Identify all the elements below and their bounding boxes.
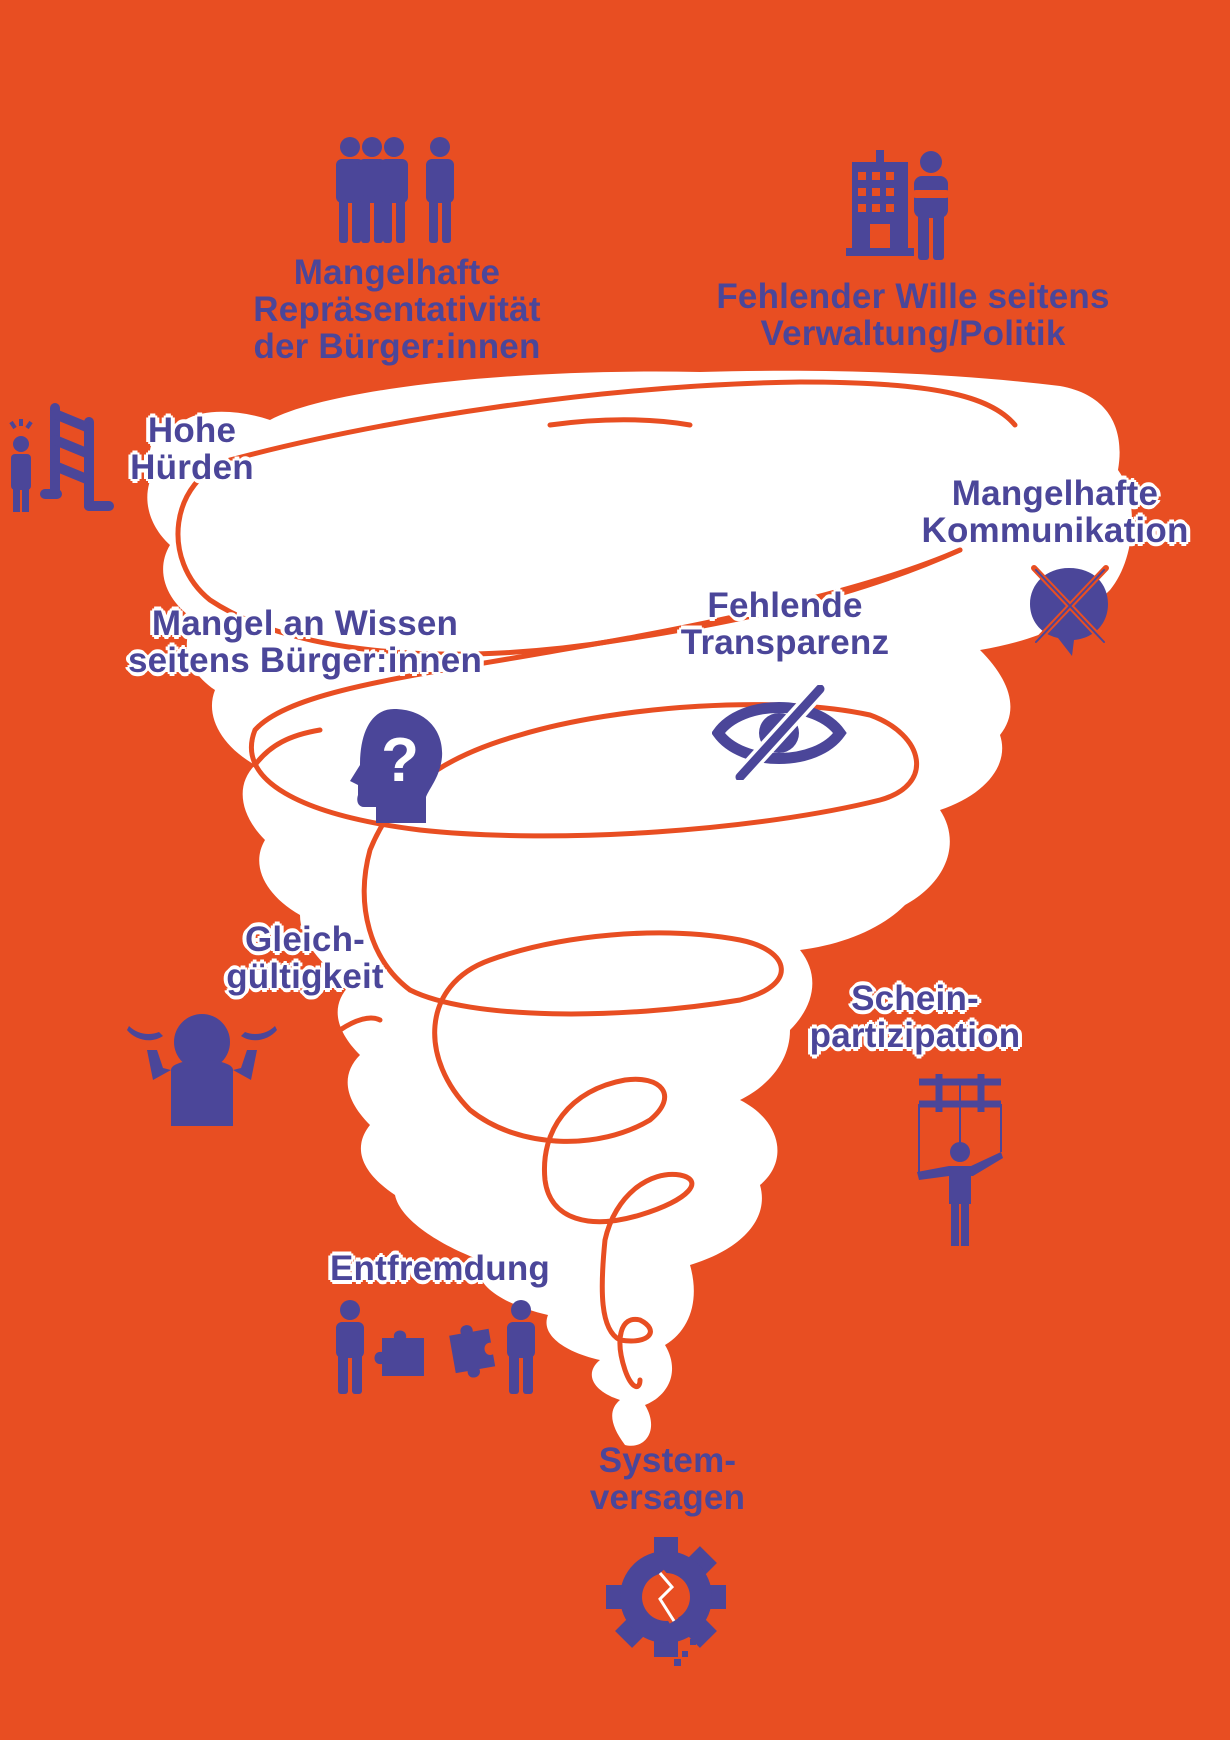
label-system-failure: System- versagen — [560, 1442, 775, 1516]
group-of-people-icon — [330, 135, 470, 245]
label-line: Mangel an Wissen — [151, 604, 459, 643]
label-line: Kommunikation — [921, 511, 1189, 550]
crossed-eye-icon — [712, 685, 847, 780]
label-alienation: Entfremdung — [300, 1250, 580, 1287]
svg-text:?: ? — [381, 726, 419, 795]
label-transparency: Fehlende Transparenz — [660, 587, 910, 661]
broken-gear-icon — [598, 1535, 733, 1670]
label-line: Schein- — [851, 979, 979, 1018]
label-line: Transparenz — [680, 623, 890, 662]
label-line: Fehlende — [707, 586, 863, 625]
label-line: versagen — [589, 1478, 746, 1517]
label-line: Hohe — [147, 411, 237, 450]
label-sham-participation: Schein- partizipation — [790, 980, 1040, 1054]
label-will: Fehlender Wille seitens Verwaltung/Polit… — [688, 278, 1138, 352]
building-and-official-icon — [846, 148, 956, 263]
label-hurdles: Hohe Hürden — [112, 412, 272, 486]
label-line: Gleich- — [244, 920, 366, 959]
puppet-on-strings-icon — [915, 1072, 1005, 1247]
label-line: Fehlender Wille seitens — [716, 277, 1110, 316]
label-line: Mangelhafte — [293, 253, 501, 292]
label-line: der Bürger:innen — [253, 327, 541, 366]
label-indifference: Gleich- gültigkeit — [200, 921, 410, 995]
person-before-hurdle-icon — [5, 398, 117, 516]
label-line: Entfremdung — [330, 1249, 550, 1288]
label-knowledge: Mangel an Wissen seitens Bürger:innen — [100, 605, 510, 679]
crossed-speech-bubble-icon — [1024, 560, 1114, 660]
tornado-silhouette — [147, 370, 1132, 1446]
head-question-mark-icon: ? — [348, 705, 448, 825]
tornado-spiral — [175, 379, 1018, 1390]
label-line: System- — [598, 1441, 737, 1480]
shrugging-person-icon — [125, 1010, 280, 1130]
label-line: Verwaltung/Politik — [760, 314, 1066, 353]
label-line: Repräsentativität — [253, 290, 541, 329]
label-line: partizipation — [809, 1016, 1021, 1055]
label-line: gültigkeit — [226, 957, 384, 996]
label-line: seitens Bürger:innen — [127, 641, 483, 680]
label-line: Mangelhafte — [951, 474, 1159, 513]
label-representativeness: Mangelhafte Repräsentativität der Bürger… — [236, 254, 558, 365]
label-line: Hürden — [130, 448, 254, 487]
people-mismatched-puzzle-icon — [328, 1300, 543, 1395]
label-communication: Mangelhafte Kommunikation — [900, 475, 1210, 549]
